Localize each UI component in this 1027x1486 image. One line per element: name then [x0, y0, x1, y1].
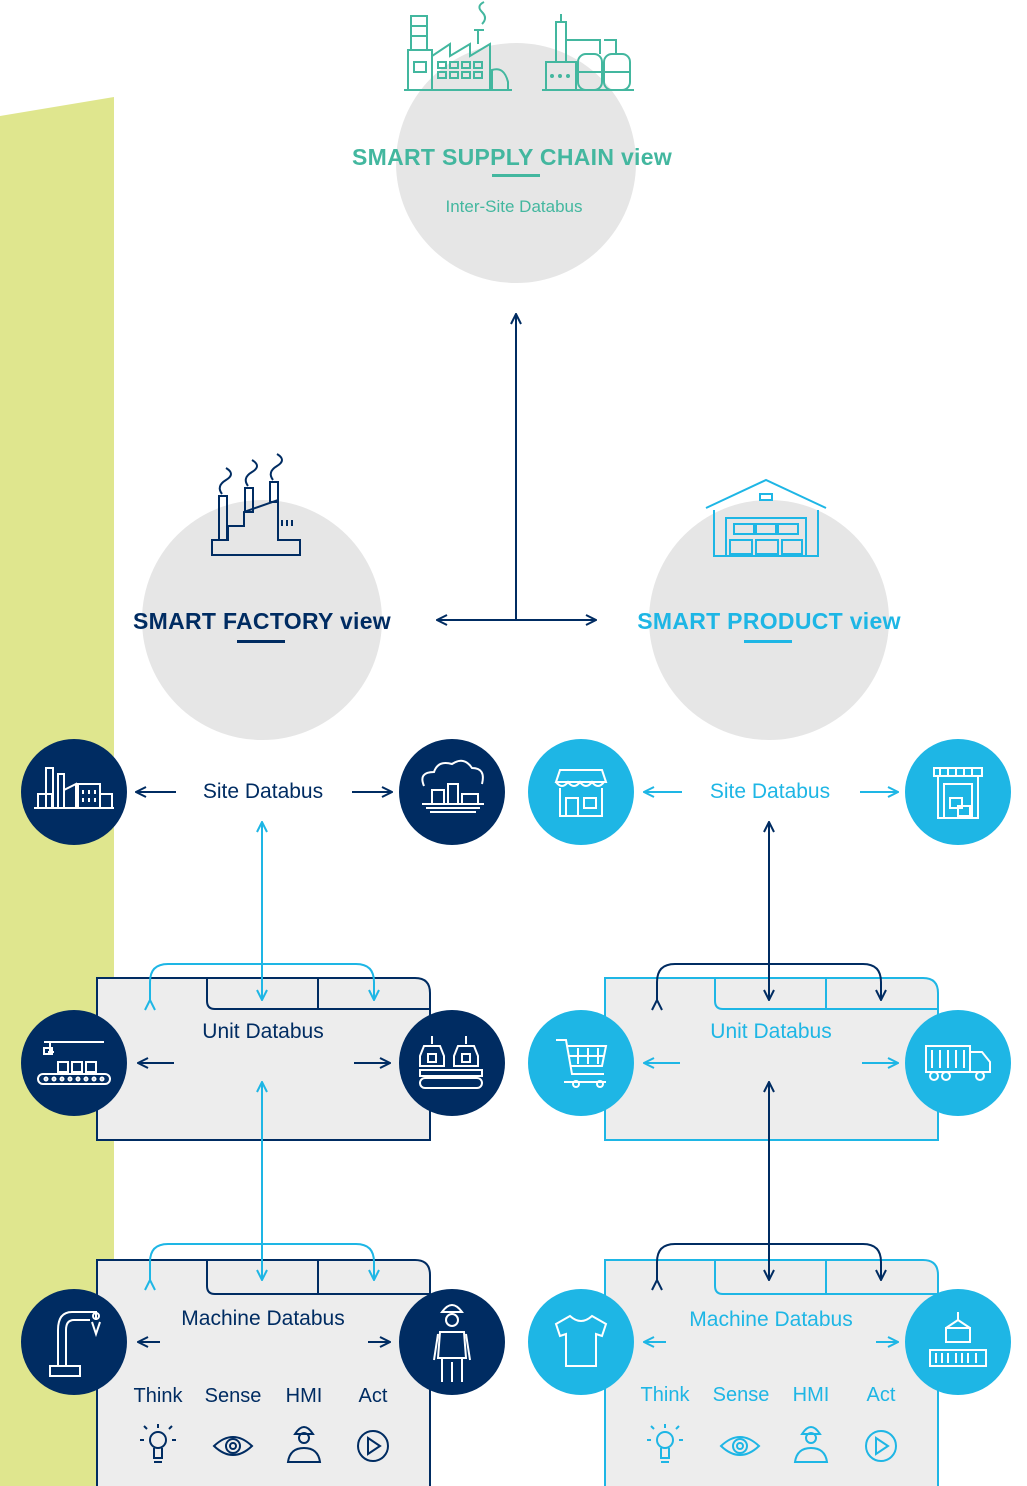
- factory-function-hmi: HMI: [285, 1385, 323, 1407]
- factory-machine-databus-label: Machine Databus: [181, 1307, 345, 1330]
- product-underline: [744, 640, 792, 643]
- worker-icon: [399, 1289, 505, 1395]
- product-title: SMART PRODUCT view: [637, 608, 901, 634]
- operator-icon: [793, 1426, 829, 1463]
- warehouse-icon: [705, 478, 827, 557]
- shopping-cart-icon: [528, 1010, 634, 1116]
- delivery-truck-icon: [905, 1010, 1011, 1116]
- robot-arm-icon: [21, 1289, 127, 1395]
- product-function-sense: Sense: [712, 1384, 770, 1406]
- factory-site-databus-label: Site Databus: [202, 780, 324, 803]
- lightbulb-icon: [647, 1424, 683, 1463]
- factory-circle: [142, 500, 382, 740]
- product-machine-fan: [657, 1243, 881, 1280]
- eye-icon: [719, 1436, 761, 1456]
- factory-smokestacks-icon: [211, 453, 301, 556]
- distribution-center-icon: [905, 739, 1011, 845]
- supply-chain-title: SMART SUPPLY CHAIN view: [351, 144, 673, 170]
- play-icon: [357, 1430, 389, 1462]
- supply-chain-underline: [492, 174, 540, 177]
- product-machine-databus-label: Machine Databus: [689, 1308, 853, 1331]
- t-shirt-icon: [528, 1289, 634, 1395]
- factory-building-icon: [404, 1, 512, 91]
- factory-function-sense: Sense: [204, 1385, 262, 1407]
- robotic-conveyor-icon: [399, 1010, 505, 1116]
- factory-title: SMART FACTORY view: [132, 608, 392, 634]
- product-unit-databus-label: Unit Databus: [710, 1020, 832, 1043]
- shipping-container-icon: [905, 1289, 1011, 1395]
- product-function-act: Act: [866, 1384, 896, 1406]
- factory-function-act: Act: [358, 1385, 388, 1407]
- factory-unit-databus-label: Unit Databus: [202, 1020, 324, 1043]
- storefront-icon: [528, 739, 634, 845]
- assembly-conveyor-icon: [21, 1010, 127, 1116]
- supply-chain-subtitle: Inter-Site Databus: [445, 197, 583, 216]
- lightbulb-icon: [140, 1424, 176, 1463]
- industrial-plant-icon: [542, 14, 634, 91]
- factory-machine-panel: [96, 1259, 431, 1486]
- operator-icon: [286, 1426, 322, 1463]
- product-machine-panel: [604, 1259, 939, 1486]
- factory-underline: [237, 640, 285, 643]
- eye-icon: [212, 1436, 254, 1456]
- product-unit-panel: [604, 977, 939, 1141]
- refinery-icon: [399, 739, 505, 845]
- play-icon: [865, 1430, 897, 1462]
- factory-unit-fan: [150, 963, 374, 1000]
- product-function-think: Think: [640, 1384, 690, 1406]
- supply-chain-circle: [396, 43, 636, 283]
- factory-unit-panel: [96, 977, 431, 1141]
- product-circle: [649, 500, 889, 740]
- product-site-databus-label: Site Databus: [709, 780, 831, 803]
- industrial-site-icon: [21, 739, 127, 845]
- factory-machine-fan: [150, 1243, 374, 1280]
- product-function-hmi: HMI: [792, 1384, 830, 1406]
- product-unit-fan: [657, 963, 881, 1000]
- factory-function-think: Think: [133, 1385, 183, 1407]
